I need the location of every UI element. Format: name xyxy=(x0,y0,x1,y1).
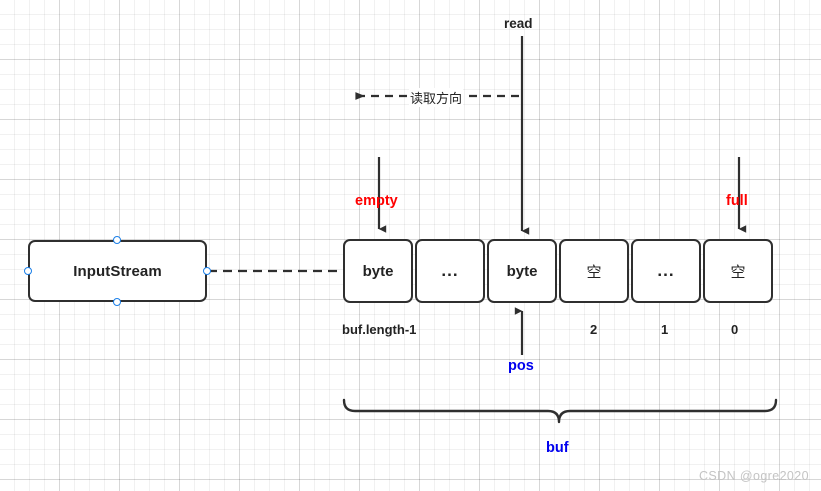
buffer-cell-5-label: 空 xyxy=(730,262,746,281)
read-direction-label: 读取方向 xyxy=(409,88,464,107)
inputstream-handle-left[interactable] xyxy=(24,267,32,275)
buffer-index-label-5: 0 xyxy=(731,322,739,337)
buffer-cell-1-label: ... xyxy=(441,261,459,280)
buffer-cell-1[interactable]: ... xyxy=(415,239,485,303)
buf-label: buf xyxy=(546,440,569,456)
inputstream-node[interactable]: InputStream xyxy=(28,240,207,302)
inputstream-handle-bottom[interactable] xyxy=(113,298,121,306)
watermark: CSDN @ogre2020 xyxy=(698,469,809,483)
buffer-cell-0[interactable]: byte xyxy=(343,239,413,303)
full-label: full xyxy=(726,193,748,209)
inputstream-handle-right[interactable] xyxy=(203,267,211,275)
empty-label: empty xyxy=(355,193,398,209)
buffer-cell-2-label: byte xyxy=(506,262,538,280)
buffer-index-label-3: 2 xyxy=(590,322,598,337)
buffer-index-label-0: buf.length-1 xyxy=(342,322,417,337)
buffer-cell-5[interactable]: 空 xyxy=(703,239,773,303)
inputstream-label: InputStream xyxy=(73,262,162,280)
buffer-index-label-4: 1 xyxy=(661,322,669,337)
buffer-cell-3[interactable]: 空 xyxy=(559,239,629,303)
read-label: read xyxy=(504,16,533,31)
buffer-cell-0-label: byte xyxy=(362,262,394,280)
pos-label: pos xyxy=(508,358,534,374)
buf-brace xyxy=(342,398,778,424)
buffer-cell-3-label: 空 xyxy=(586,262,602,281)
buffer-cell-4-label: ... xyxy=(657,261,675,280)
buffer-cell-2[interactable]: byte xyxy=(487,239,557,303)
buffer-cell-4[interactable]: ... xyxy=(631,239,701,303)
inputstream-handle-top[interactable] xyxy=(113,236,121,244)
